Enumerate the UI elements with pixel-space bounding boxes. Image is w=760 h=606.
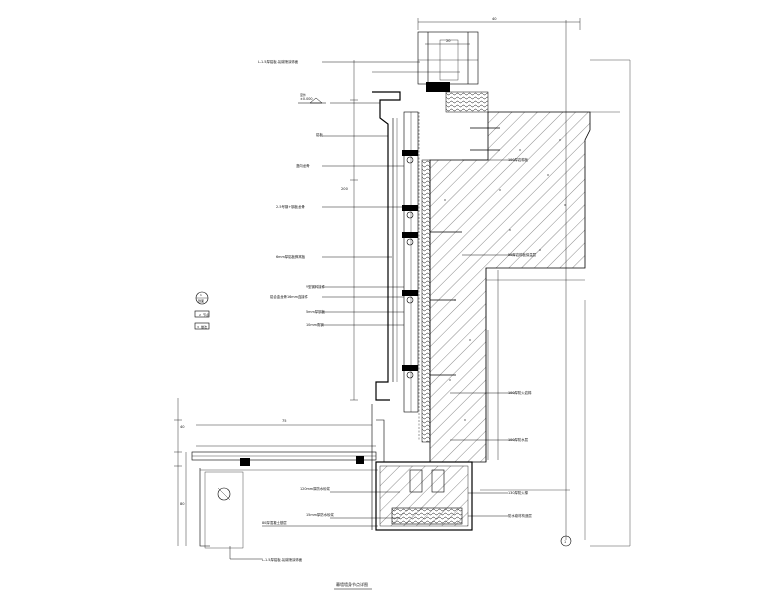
callout-honeycomb-panel: 6mm厚铝板蜂窝板: [276, 254, 306, 259]
level-mark-text: ±0.000: [300, 97, 313, 101]
dim-top: 40: [492, 17, 497, 21]
legend-symbol-1: 1: [200, 293, 202, 297]
dimension-lines: [174, 18, 581, 546]
callout-steel-plate: 5mm厚钢板: [306, 309, 326, 314]
callout-membrane: 防水卷材构造层: [508, 513, 532, 518]
legend: 1 剖面 2 节点 3 做法: [194, 291, 210, 330]
callout-concrete-base: 80厚混凝土基层: [262, 520, 287, 525]
axis-bubble: 1: [560, 535, 572, 547]
callout-waterproof: 100厚防水层: [508, 437, 529, 442]
dim-left-b: 80: [180, 502, 185, 506]
callout-rockwool-100: 100厚岩棉板: [508, 157, 529, 162]
callout-cladding-top: L-1.5厚铝板-氟碳喷涂饰面: [258, 59, 299, 64]
callout-fire-rockwool: 100厚防火岩棉: [508, 390, 532, 395]
vertical-keel: [402, 111, 500, 413]
aluminium-cladding: [372, 91, 401, 401]
legend-caption-2: 节点: [203, 312, 209, 317]
callout-cladding-bottom: L-1.5厚铝板-氟碳喷涂饰面: [262, 557, 303, 562]
dim-left-a: 40: [180, 425, 185, 429]
dimension-texts: 40 20 40 80 200 75: [180, 17, 497, 506]
level-mark: ±0.000: [298, 97, 326, 104]
bolt-symbols: [406, 156, 414, 379]
callouts-bottom: 120mm厚防水砂浆 15mm厚防水砂浆 80厚混凝土基层 L-1.5厚铝板-氟…: [262, 486, 334, 562]
callout-leaders: [229, 61, 515, 560]
callout-rockwool-50: 50厚岩棉板保温层: [508, 252, 537, 257]
callout-vertical-keel: 竖向龙骨: [296, 163, 310, 168]
legend-item-2: 2 节点: [194, 310, 210, 318]
legend-caption-1: 剖面: [198, 298, 204, 303]
callout-steel-frame: 2-5号钢+钢板龙骨: [276, 204, 305, 209]
dim-bottom: 75: [282, 419, 287, 423]
base-waterproof-block: [371, 404, 473, 531]
callout-y-bracket: Y型钢转接件: [306, 284, 326, 289]
legend-symbol-3: 3: [197, 325, 199, 329]
callout-panel: 铝板: [316, 132, 323, 137]
bracket-anchors: [402, 150, 418, 371]
legend-symbol-2: 2: [199, 313, 201, 317]
top-window-frame: [417, 31, 479, 92]
insulation-layer: [421, 91, 489, 443]
callout-fire-cotton: 130厚防火棉: [508, 490, 529, 495]
drawing-title: 幕墙墙身节点详图: [336, 581, 368, 587]
dim-top-small: 20: [446, 39, 451, 43]
callout-alu-connector: 铝合金龙骨16mm连接件: [270, 294, 309, 299]
callout-angle-steel: 10mm角钢: [306, 322, 324, 327]
axis-bubble-text: 1: [564, 540, 566, 544]
legend-item-1: 1 剖面: [195, 291, 209, 305]
downpipe-circle: [217, 487, 231, 501]
callouts-right: 100厚岩棉板 50厚岩棉板保温层 100厚防火岩棉 100厚防水层 130厚防…: [508, 157, 537, 518]
canopy-element: [191, 451, 378, 549]
legend-caption-3: 做法: [201, 324, 207, 329]
slab-edge-lines: [480, 59, 631, 547]
callout-mortar-120: 120mm厚防水砂浆: [300, 486, 331, 491]
callout-mortar-15: 15mm厚防水砂浆: [306, 512, 334, 517]
callout-exterior: 室外: [300, 92, 306, 97]
callouts-left: L-1.5厚铝板-氟碳喷涂饰面 铝板 竖向龙骨 2-5号钢+钢板龙骨 6mm厚铝…: [258, 59, 326, 327]
dim-height: 200: [341, 187, 349, 191]
drawing-title-block: 幕墙墙身节点详图: [334, 581, 372, 590]
legend-item-3: 3 做法: [194, 322, 210, 330]
